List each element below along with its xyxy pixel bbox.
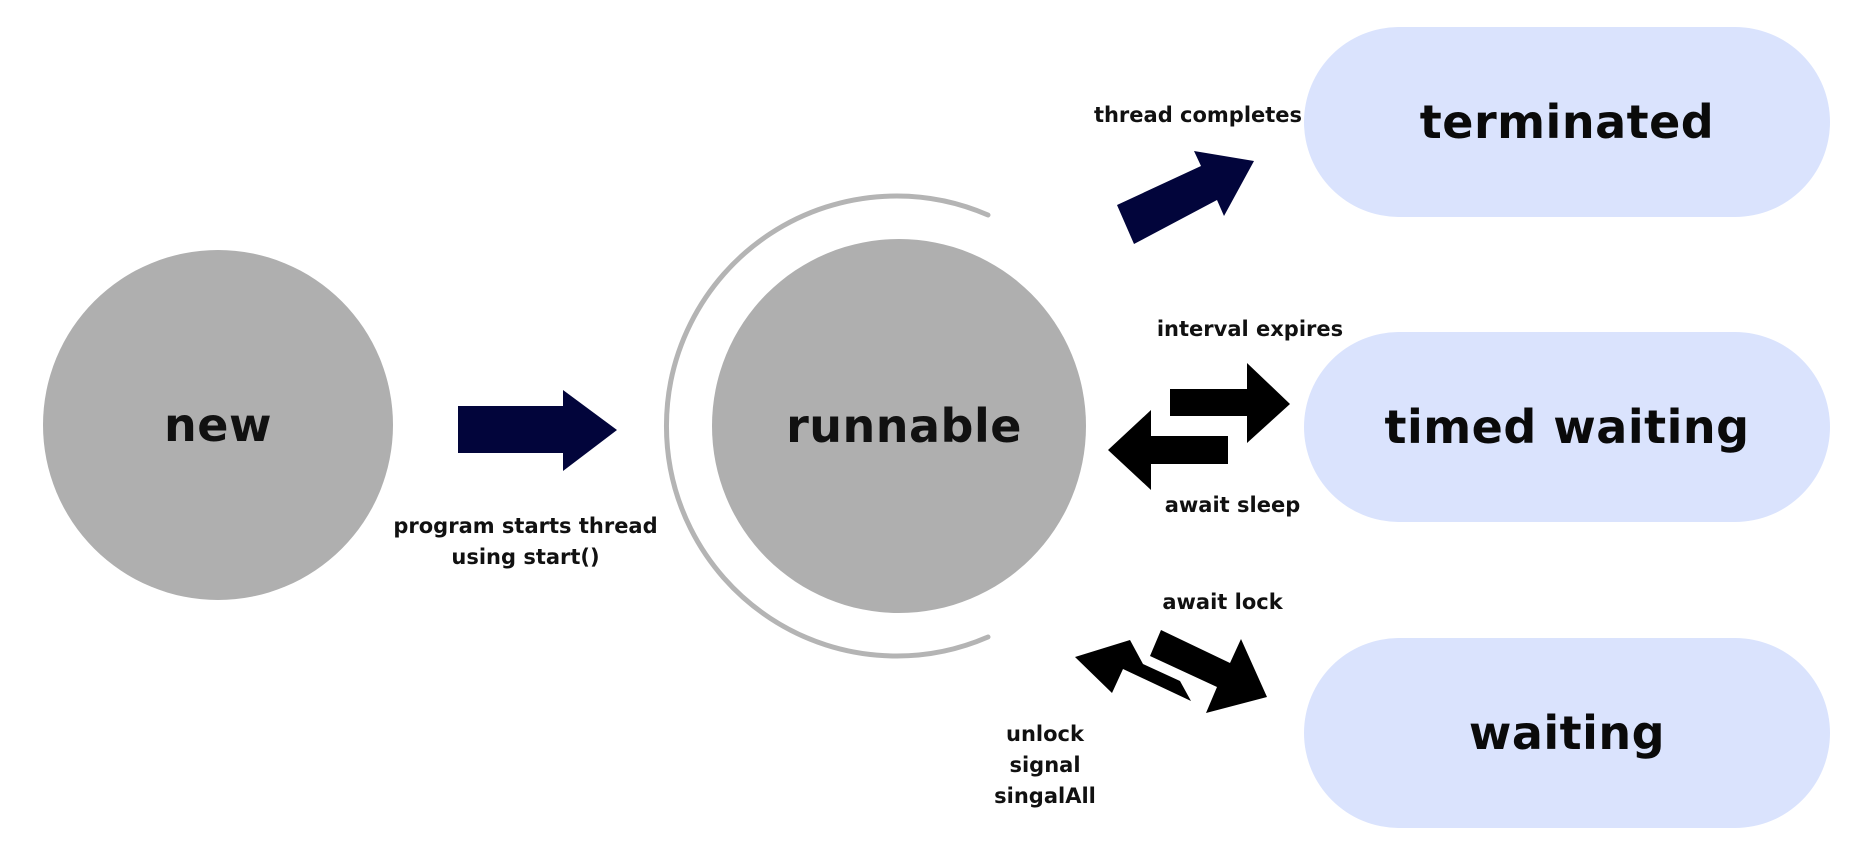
state-timed-waiting-label: timed waiting [1384,400,1750,454]
label-await-sleep: await sleep [1150,490,1315,521]
state-waiting-label: waiting [1468,706,1666,760]
label-unlock-line2: signal [1009,753,1081,777]
state-terminated: terminated [1304,27,1830,217]
label-unlock: unlock signal singalAll [990,719,1100,812]
arrow-interval-expires [1170,363,1290,443]
state-waiting: waiting [1304,638,1830,828]
arrow-await-lock [1150,630,1267,713]
label-await-sleep-text: await sleep [1164,493,1301,517]
state-new: new [43,250,393,600]
label-await-lock-text: await lock [1162,590,1283,614]
label-unlock-line1: unlock [1006,722,1084,746]
state-runnable: runnable [712,239,1086,613]
arrow-await-sleep [1108,410,1228,490]
label-unlock-line3: singalAll [994,784,1096,808]
label-await-lock: await lock [1150,587,1295,618]
state-timed-waiting: timed waiting [1304,332,1830,522]
label-interval-expires-text: interval expires [1156,317,1344,341]
arrow-thread-completes [1117,151,1254,244]
label-start: program starts thread using start() [373,511,678,573]
label-start-line2: using start() [451,545,600,569]
label-thread-completes-text: thread completes [1093,103,1303,127]
state-terminated-label: terminated [1419,95,1715,149]
label-thread-completes: thread completes [1088,100,1308,131]
label-start-line1: program starts thread [393,514,658,538]
arrow-unlock [1075,640,1191,701]
arrow-start [458,390,617,471]
state-new-label: new [164,398,272,452]
state-runnable-label: runnable [786,399,1022,453]
label-interval-expires: interval expires [1150,314,1350,345]
